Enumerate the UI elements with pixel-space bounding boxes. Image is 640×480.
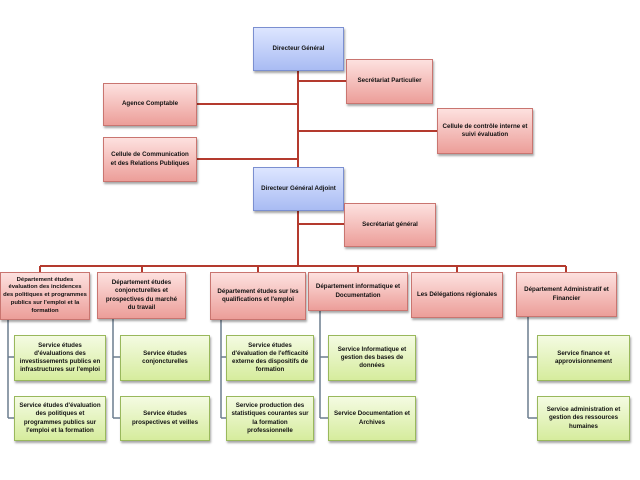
service-box: Service production des statistiques cour… [226, 396, 314, 441]
directeur-general-box: Directeur Général [253, 27, 344, 71]
department-box: Département études évaluation des incide… [0, 272, 90, 320]
service-box: Service études d'évaluations des investi… [14, 335, 106, 381]
department-box: Les Délégations régionales [411, 272, 503, 318]
service-box: Service études d'évaluation des politiqu… [14, 396, 106, 441]
department-box: Département études conjoncturelles et pr… [97, 272, 186, 319]
service-box: Service Informatique et gestion des base… [328, 335, 416, 381]
department-box: Département Administratif et Financier [516, 272, 617, 317]
secretariat-particulier-box: Secrétariat Particulier [346, 59, 433, 104]
controle-interne-box: Cellule de contrôle interne et suivi éva… [437, 108, 533, 154]
service-box: Service Documentation et Archives [328, 396, 416, 441]
service-box: Service études prospectives et veilles [120, 396, 210, 441]
department-box: Département informatique et Documentatio… [308, 272, 408, 311]
department-box: Département études sur les qualification… [210, 272, 306, 320]
secretariat-general-box: Secrétariat général [344, 203, 436, 247]
service-box: Service finance et approvisionnement [537, 335, 630, 381]
communication-box: Cellule de Communication et des Relation… [103, 137, 197, 182]
agence-comptable-box: Agence Comptable [103, 83, 197, 126]
service-box: Service études conjoncturelles [120, 335, 210, 381]
service-box: Service administration et gestion des re… [537, 396, 630, 441]
service-box: Service études d'évaluation de l'efficac… [226, 335, 314, 381]
directeur-general-adjoint-box: Directeur Général Adjoint [253, 167, 344, 211]
